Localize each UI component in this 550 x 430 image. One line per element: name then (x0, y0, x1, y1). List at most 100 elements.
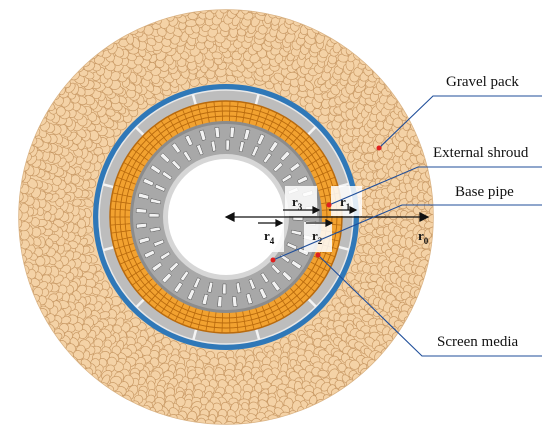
base-pipe-slot (256, 133, 266, 146)
radius-labels: r3 r1 r4 r2 r0 (264, 194, 429, 246)
media-grid-spoke (273, 116, 285, 135)
screen-media-label: Screen media (437, 334, 519, 350)
gravel-pebble (427, 213, 433, 223)
gravel-pebble (185, 19, 198, 28)
base-pipe-label: Base pipe (455, 184, 514, 200)
base-pipe-slot (161, 272, 172, 284)
media-grid-spoke (127, 155, 145, 167)
base-pipe-slot (229, 126, 235, 138)
r4-box (256, 222, 284, 252)
gravel-pebble (209, 357, 220, 367)
gravel-pebble (387, 142, 397, 154)
media-grid-spoke (116, 249, 136, 258)
media-grid-spoke (255, 106, 263, 126)
media-grid-spoke (229, 101, 231, 122)
media-grid-spoke (221, 312, 223, 333)
base-pipe-slot (245, 293, 253, 305)
media-grid-spoke (148, 288, 163, 304)
gravel-pebble (219, 10, 229, 14)
gravel-pack-leader (378, 95, 542, 149)
media-grid-spoke (289, 288, 304, 304)
shroud-rib (135, 126, 145, 136)
base-pipe-slot (161, 171, 173, 181)
media-grid-spoke (142, 283, 158, 298)
base-pipe-slot (289, 162, 301, 172)
base-pipe-slot (151, 262, 163, 272)
media-grid-spoke (182, 109, 191, 129)
gravel-pebble (240, 10, 249, 15)
base-pipe-slot (193, 277, 201, 289)
gravel-pebble (332, 128, 341, 139)
media-grid-spoke (294, 283, 310, 298)
media-grid-spoke (289, 130, 304, 146)
r2-arrowhead (325, 219, 334, 227)
media-grid-spoke (110, 208, 131, 211)
media-grid-spoke (205, 102, 210, 123)
media-grid-spoke (284, 125, 298, 142)
base-pipe-slot (214, 127, 220, 138)
media-grid-spoke (242, 102, 247, 123)
media-grid-spoke (307, 267, 325, 279)
media-grid-spoke (189, 106, 197, 126)
external-shroud-leader (328, 166, 542, 206)
gravel-pebble (145, 394, 156, 404)
gravel-pebble (429, 205, 433, 215)
gravel-pebble (93, 55, 105, 65)
media-grid-spoke (154, 292, 168, 309)
gravel-pebble (77, 218, 86, 229)
base-pipe-slot (150, 164, 162, 174)
media-grid-spoke (189, 308, 197, 328)
base-pipe-slot (217, 296, 223, 308)
media-grid-spoke (160, 296, 173, 314)
media-grid-spoke (174, 303, 185, 322)
shroud-rib (254, 328, 261, 340)
base-pipe-slot (207, 281, 214, 293)
base-pipe-slot (290, 229, 302, 236)
gravel-pebble (158, 354, 168, 364)
media-grid-spoke (197, 104, 204, 124)
media-grid-spoke (284, 292, 298, 309)
gravel-pebble (318, 49, 329, 59)
screen-media-leader (317, 254, 542, 357)
media-grid-spoke (279, 296, 292, 314)
base-pipe-slot (281, 173, 293, 183)
media-grid-spoke (303, 148, 321, 161)
media-grid-spoke (111, 230, 131, 234)
base-pipe-slot (243, 129, 251, 141)
media-grid-spoke (112, 236, 133, 242)
shroud-rib (135, 298, 145, 308)
shroud-rib (254, 93, 260, 106)
gravel-pebble (72, 198, 82, 207)
base-pipe-slot (171, 142, 181, 154)
base-pipe-slot (182, 150, 192, 162)
shroud-rib (307, 126, 317, 136)
base-pipe-slot (251, 145, 259, 157)
media-grid-spoke (142, 136, 158, 151)
media-grid-spoke (316, 176, 336, 185)
gravel-pebble (211, 51, 223, 60)
base-pipe-slot (262, 152, 272, 164)
gravel-pebble (32, 237, 42, 247)
base-pipe-slot (184, 134, 194, 147)
shroud-rib (103, 245, 115, 252)
base-pipe-slot (150, 198, 162, 205)
base-pipe-slot (271, 280, 281, 292)
media-grid-spoke (131, 273, 149, 286)
media-grid-spoke (205, 311, 210, 332)
base-pipe-slot (296, 175, 309, 185)
base-pipe-slot (269, 141, 279, 153)
base-pipe-slot (225, 139, 230, 151)
media-grid-spoke (318, 184, 338, 191)
base-pipe-slot (148, 213, 160, 218)
gravel-pack-label: Gravel pack (446, 74, 519, 90)
media-grid-spoke (229, 312, 231, 333)
r4-arrowhead (275, 219, 284, 227)
media-grid-spoke (167, 299, 179, 318)
media-grid-spoke (167, 116, 179, 135)
base-pipe-slot (142, 177, 155, 187)
base-pipe-slot (258, 287, 268, 300)
gravel-pebble (213, 420, 223, 424)
base-pipe-slot (290, 260, 302, 270)
media-grid-spoke (136, 278, 153, 292)
media-grid-spoke (197, 310, 204, 330)
